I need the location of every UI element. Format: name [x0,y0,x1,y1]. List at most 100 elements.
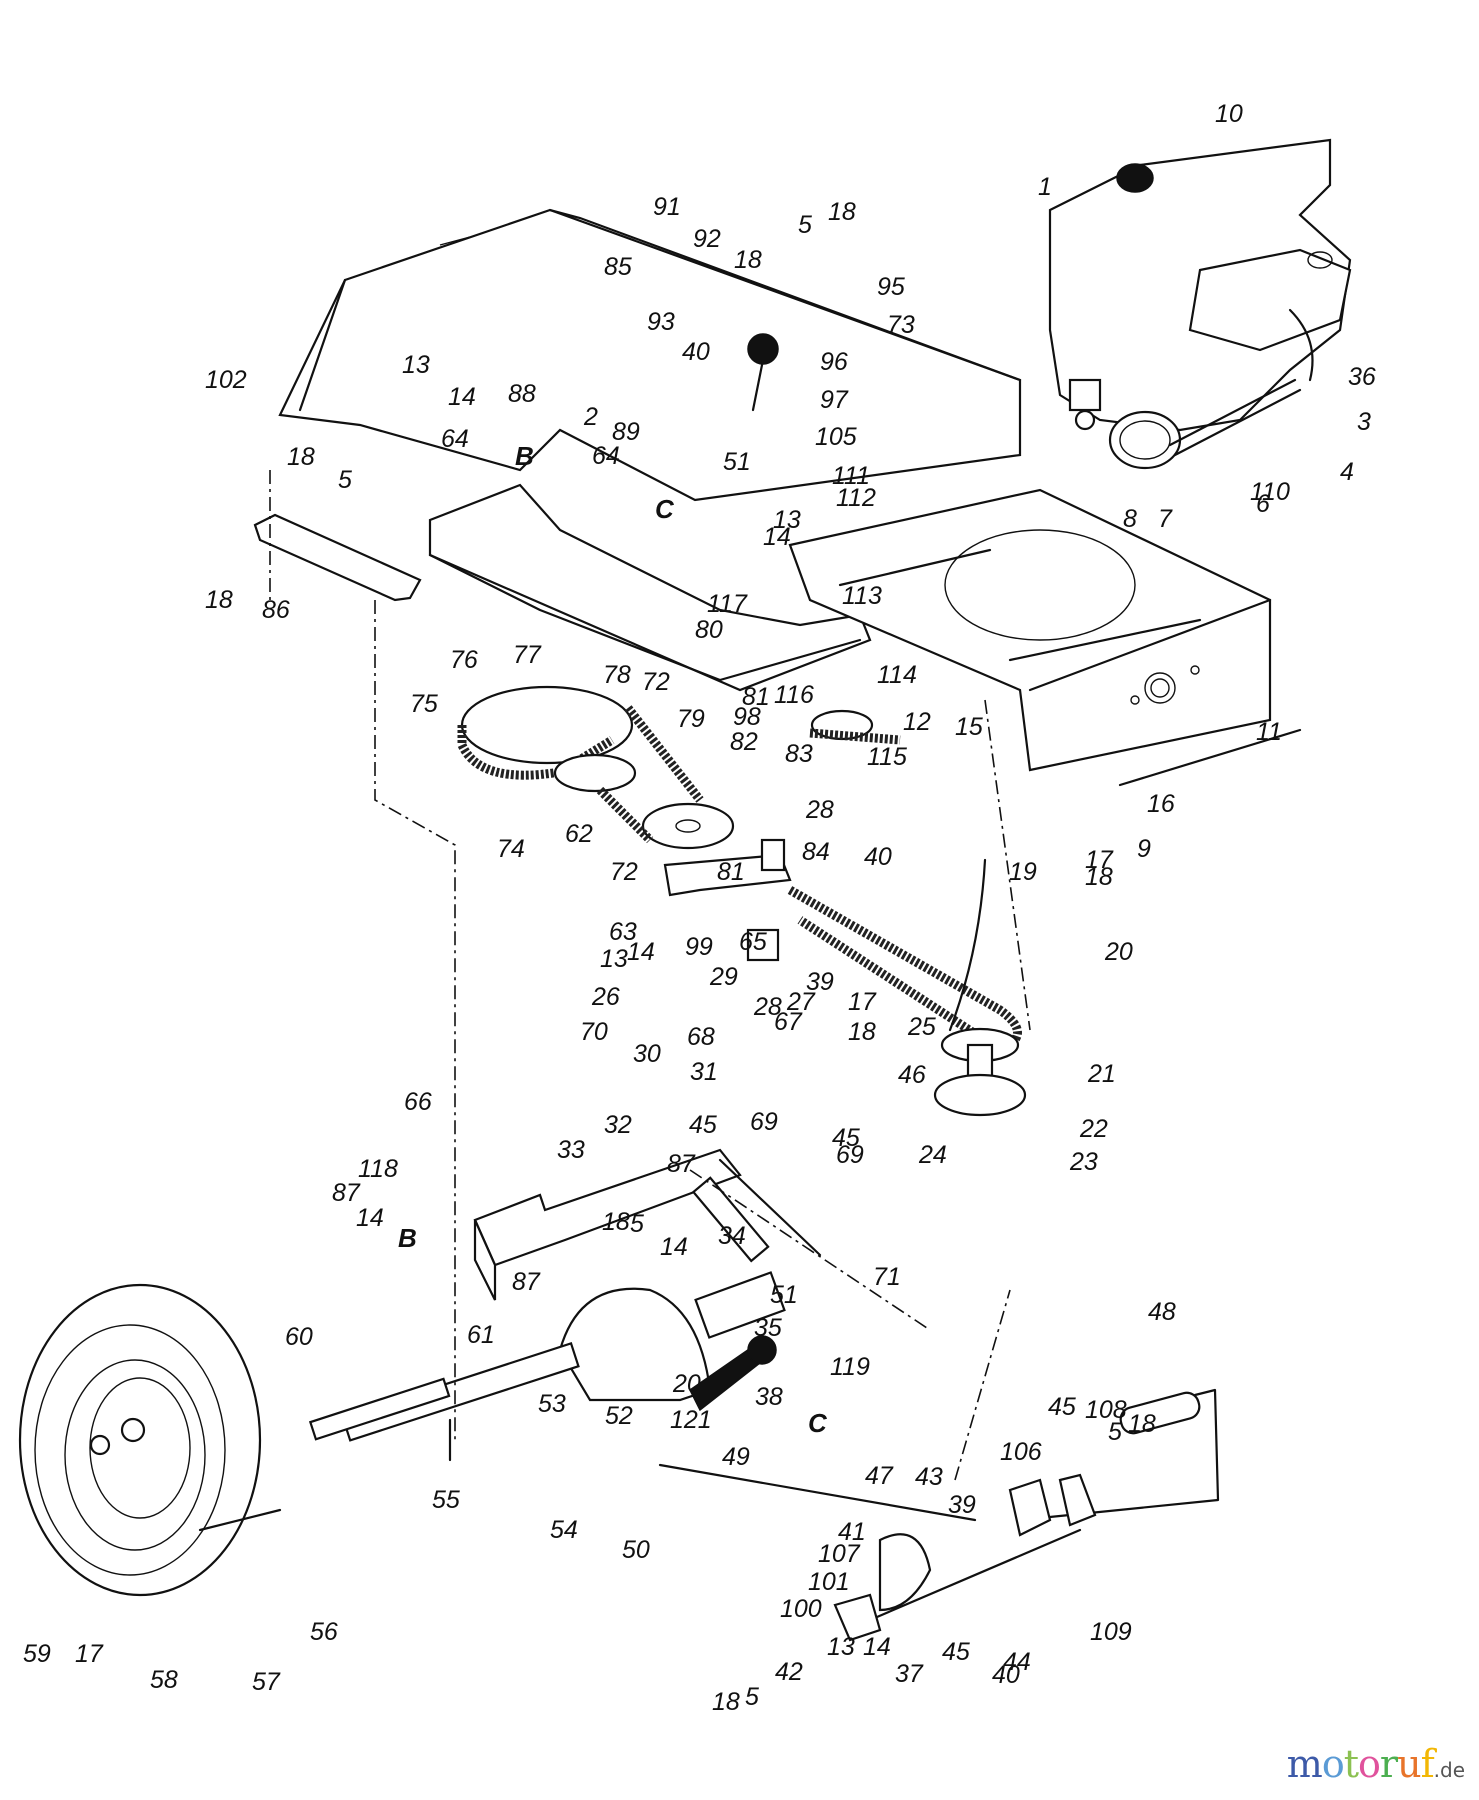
watermark-letter: o [1358,1742,1381,1786]
callout-label-12: 12 [903,708,931,736]
callout-label-40: 40 [992,1661,1020,1689]
watermark-letter: r [1379,1742,1398,1786]
callout-label-48: 48 [1148,1298,1176,1326]
callout-label-42: 42 [775,1658,803,1686]
callout-label-69: 69 [750,1108,778,1136]
callout-label-60: 60 [285,1323,313,1351]
callout-label-28: 28 [753,993,782,1021]
callout-label-97: 97 [820,386,849,414]
callout-label-3: 3 [1357,408,1371,436]
callout-label-18: 18 [734,246,762,274]
callout-label-57: 57 [252,1668,281,1696]
frame [788,488,1272,772]
callout-label-17: 17 [1085,846,1114,874]
callout-label-1: 1 [1038,173,1052,201]
callout-label-5: 5 [1108,1418,1122,1446]
callout-label-47: 47 [865,1462,894,1490]
callout-label-49: 49 [722,1443,750,1471]
callout-label-81: 81 [717,858,745,886]
callout-label-46: 46 [898,1061,926,1089]
callout-label-70: 70 [580,1018,608,1046]
callout-label-14: 14 [627,938,655,966]
callout-label-5: 5 [745,1683,759,1711]
idler-bracket [663,838,792,962]
callout-label-79: 79 [677,705,705,733]
callout-label-5: 5 [338,466,352,494]
callout-label-78: 78 [603,661,631,689]
callout-label-63: 63 [609,918,637,946]
callout-label-20: 20 [672,1370,701,1398]
callout-label-17: 17 [848,988,877,1016]
callout-label-105: 105 [815,423,857,451]
callout-label-11: 11 [1256,718,1282,746]
callout-label-32: 32 [604,1111,632,1139]
callout-label-114: 114 [877,661,917,689]
callout-label-14: 14 [448,383,476,411]
pulley-system [457,685,1027,1117]
callout-label-26: 26 [591,983,620,1011]
callout-label-110: 110 [1250,478,1290,506]
callout-label-93: 93 [647,308,675,336]
callout-label-18: 18 [848,1018,876,1046]
callout-label-5: 5 [630,1210,644,1238]
callout-label-21: 21 [1087,1060,1116,1088]
callout-label-13: 13 [402,351,430,379]
callout-label-10: 10 [1215,100,1243,128]
callout-label-14: 14 [660,1233,688,1261]
callout-label-37: 37 [895,1660,924,1688]
callout-label-68: 68 [687,1023,715,1051]
callout-label-20: 20 [1104,938,1133,966]
callout-label-45: 45 [689,1111,717,1139]
phantom-lines [269,470,1031,1481]
callout-label-51: 51 [723,448,751,476]
callout-label-67: 67 [774,1008,803,1036]
callout-label-56: 56 [310,1618,338,1646]
callout-label-16: 16 [1147,790,1175,818]
callout-label-14: 14 [356,1204,384,1232]
bracket-86 [253,513,422,602]
callout-label-84: 84 [802,838,830,866]
callout-label-64: 64 [592,442,620,470]
callout-label-82: 82 [730,728,758,756]
callout-label-83: 83 [785,740,813,768]
watermark-letter: t [1343,1742,1359,1786]
callout-label-5: 5 [798,211,812,239]
callout-label-13: 13 [773,506,801,534]
callout-label-41: 41 [838,1518,866,1546]
callout-label-74: 74 [497,835,525,863]
callout-label-73: 73 [887,311,915,339]
callout-label-15: 15 [955,713,983,741]
callout-label-50: 50 [622,1536,650,1564]
callout-label-4: 4 [1340,458,1354,486]
callout-label-87: 87 [667,1150,696,1178]
callout-label-72: 72 [610,858,638,886]
callout-label-34: 34 [718,1222,746,1250]
callout-label-69: 69 [836,1141,864,1169]
callout-label-88: 88 [508,380,536,408]
callout-label-81: 81 [742,683,770,711]
callout-label-13: 13 [827,1633,855,1661]
callout-label-44: 44 [1003,1648,1031,1676]
callout-label-43: 43 [915,1463,943,1491]
callout-label-80: 80 [695,616,723,644]
callout-label-45: 45 [1048,1393,1076,1421]
callout-label-22: 22 [1079,1115,1108,1143]
callout-label-92: 92 [693,225,721,253]
callout-label-115: 115 [867,743,907,771]
callout-label-55: 55 [432,1486,460,1514]
callout-label-101: 101 [808,1568,850,1596]
callout-label-39: 39 [806,968,834,996]
callout-label-75: 75 [410,690,438,718]
callout-label-109: 109 [1090,1618,1132,1646]
callout-label-2: 2 [583,403,598,431]
callout-label-85: 85 [604,253,632,281]
callout-label-18: 18 [1085,863,1113,891]
rear-wheel [18,1283,282,1597]
callout-label-107: 107 [818,1540,861,1568]
callout-label-96: 96 [820,348,848,376]
callout-label-36: 36 [1348,363,1376,391]
callout-label-33: 33 [557,1136,585,1164]
callout-label-76: 76 [450,646,478,674]
callout-label-119: 119 [830,1353,870,1381]
